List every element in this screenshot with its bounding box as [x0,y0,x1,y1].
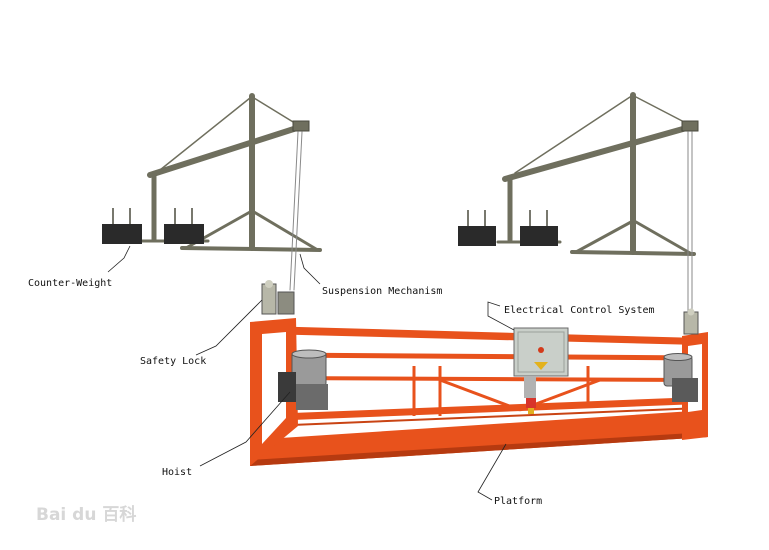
right-hoist [663,353,698,402]
label-suspension-mechanism: Suspension Mechanism [322,286,443,297]
label-counter-weight: Counter-Weight [28,278,113,289]
electrical-control-box [513,327,569,414]
label-platform: Platform [494,496,543,507]
right-safety-lock [683,308,699,335]
label-safety-lock: Safety Lock [140,356,207,367]
leader-suspension-mechanism [299,253,321,285]
right-counterweights [458,210,558,246]
right-suspension-mechanism [496,92,699,317]
label-hoist: Hoist [162,467,193,478]
leader-lines [107,245,515,501]
left-counterweights [102,208,204,244]
leader-safety-lock [195,299,263,356]
leader-counter-weight [107,245,131,273]
watermark-logo: Bai du 百科 [36,505,137,525]
left-hoist [278,349,328,410]
platform [250,318,708,466]
leader-hoist [199,391,291,467]
leader-platform [477,443,507,501]
left-suspension-mechanism [138,93,322,291]
left-safety-lock [261,280,295,315]
leader-electrical-control [487,301,515,331]
label-electrical-control-system: Electrical Control System [504,305,655,316]
